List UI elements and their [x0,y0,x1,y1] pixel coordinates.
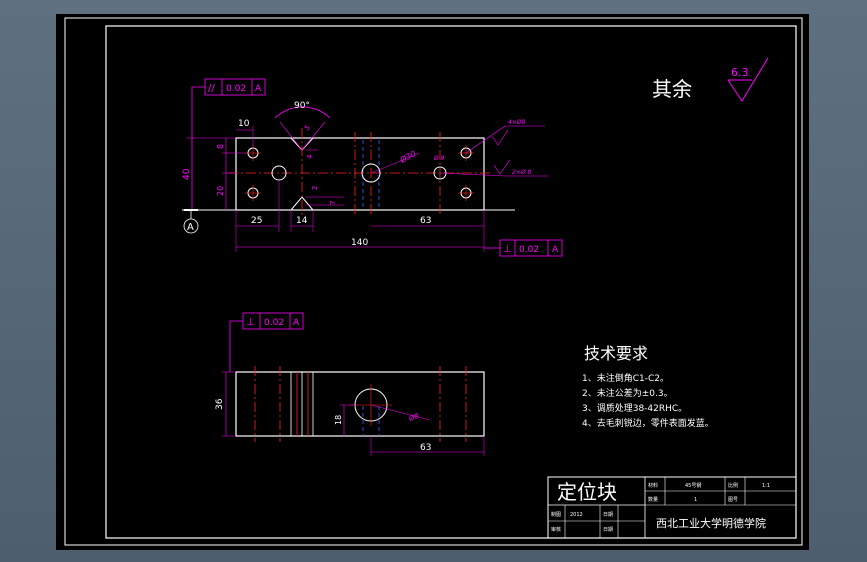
svg-text:63: 63 [420,216,431,226]
remaining-label: 其余 [652,77,692,101]
svg-text:20: 20 [216,186,225,196]
svg-text:14: 14 [296,216,308,226]
svg-text:1:1: 1:1 [762,483,770,489]
svg-text:比例: 比例 [728,482,738,489]
svg-text:A: A [255,84,262,94]
roughness-remaining: 其余 6.3 [652,57,769,102]
part-name: 定位块 [557,480,617,504]
drawing-sheet [56,14,809,550]
tech-requirements-title: 技术要求 [584,344,648,363]
svg-text:⊥: ⊥ [246,317,255,328]
svg-text:5: 5 [303,124,312,133]
svg-text:45号钢: 45号钢 [685,482,701,489]
svg-text:A: A [187,222,194,233]
svg-text:数量: 数量 [648,496,658,503]
svg-text:A: A [552,245,559,255]
svg-text:制图: 制图 [551,511,561,518]
svg-text:25: 25 [251,216,262,226]
svg-text:0.02: 0.02 [519,245,539,255]
svg-text:2: 2 [311,186,319,190]
svg-text:7: 7 [329,201,337,205]
tech-requirement-item: 1、未注倒角C1-C2。 [582,372,669,384]
callout-2x-d8: 2×Ø 8 [512,169,531,176]
inner-frame [105,25,797,539]
svg-text:63: 63 [420,443,431,453]
svg-text:18: 18 [334,415,343,425]
outer-border [64,17,803,546]
roughness-value: 6.3 [731,66,749,79]
svg-text:0.02: 0.02 [264,318,284,328]
top-view: 90° 5 // 0.02 A 40 8 20 10 4 2 [182,78,563,257]
svg-text:8: 8 [216,144,225,149]
svg-text:4: 4 [306,154,314,159]
svg-text://: // [208,83,215,94]
datum-a-symbol [183,218,199,234]
tech-requirement-item: 3、调质处理38-42RHC。 [582,402,687,414]
svg-text:日期: 日期 [603,527,613,533]
tech-requirement-item: 2、未注公差为±0.3。 [582,387,673,399]
svg-text:1: 1 [694,497,697,503]
part-outline-side [235,371,485,437]
svg-text:Ø 9: Ø 9 [433,155,445,162]
svg-text:140: 140 [351,238,368,248]
svg-text:90°: 90° [294,101,310,111]
svg-text:图号: 图号 [728,497,738,503]
side-view: Ø8 36 18 63 ⊥ 0.02 A [215,312,485,456]
roughness-icon [727,57,769,102]
school-name: 西北工业大学明德学院 [656,516,766,530]
svg-text:0.02: 0.02 [226,84,246,94]
tech-requirements: 技术要求 1、未注倒角C1-C2。 2、未注公差为±0.3。 3、调质处理38-… [582,344,714,429]
title-block: 定位块 西北工业大学明德学院 材料 45号钢 比例 1:1 数量 1 图号 制图… [547,476,797,539]
svg-text:⊥: ⊥ [503,244,512,255]
svg-text:材料: 材料 [648,482,658,489]
svg-text:36: 36 [215,398,225,410]
svg-text:日期: 日期 [603,512,613,518]
svg-text:Ø8: Ø8 [407,412,421,423]
callout-4x-d8: 4×Ø8 [508,119,526,126]
fcf-perpendicular-side[interactable]: ⊥ 0.02 A [242,312,304,330]
svg-text:2012: 2012 [570,512,583,518]
tech-requirement-item: 4、去毛刺锐边，零件表面发蓝。 [582,417,714,429]
svg-text:40: 40 [182,168,192,180]
svg-text:A: A [293,318,300,328]
part-outline-top [235,137,485,211]
svg-text:审核: 审核 [551,526,561,533]
svg-text:10: 10 [238,119,250,129]
